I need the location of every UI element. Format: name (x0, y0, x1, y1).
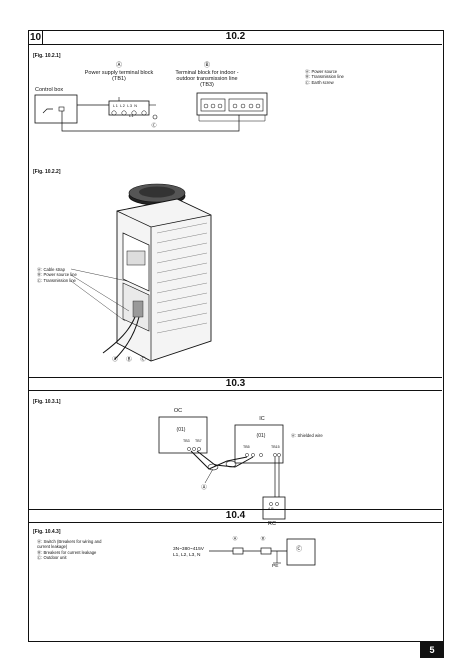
earth-label: PE (272, 564, 279, 569)
tb5-label: TB5 (243, 445, 250, 449)
terminal-labels: L1 L2 L3 N (113, 104, 138, 109)
oc-label: OC (173, 408, 183, 414)
marker-b-2: Ⓑ (126, 357, 132, 363)
fig-10-2-2-legend: Ⓐ: Cable strap Ⓑ: Power source line Ⓒ: T… (37, 267, 107, 283)
page-number: 5 (420, 642, 444, 658)
marker-a: Ⓐ (115, 63, 122, 69)
fig-10-4-3-label: [Fig. 10.4.3] (33, 529, 61, 535)
legend-power-source: Ⓐ: Power source (305, 69, 338, 74)
trans-block-code: (TB3) (200, 82, 214, 88)
power-block-label: Power supply terminal block (84, 70, 154, 76)
fig-10-2-1-legend: Ⓐ: Power source Ⓑ: Transmission line Ⓒ: … (305, 69, 385, 85)
outdoor-unit-drawing (70, 183, 212, 362)
terminal-l3-text: L3 (127, 104, 133, 108)
legend-shielded-wire: Ⓐ: Shielded wire (291, 433, 323, 438)
section-header-10-4: 10.4 (29, 509, 442, 523)
fig-10-3-1-label: [Fig. 10.3.1] (33, 399, 61, 405)
tb3-label: TB3 (183, 439, 190, 443)
trans-block-label-1: Terminal block for indoor - (175, 70, 239, 76)
fig-10-2-2-label: [Fig. 10.2.2] (33, 169, 61, 175)
section-title-10-2: 10.2 (225, 31, 246, 42)
fig-10-4-3-drawing (209, 538, 316, 566)
ic-inner-label: (01) (256, 433, 266, 439)
ic-label: IC (259, 416, 265, 422)
section-header-10-2: 10 10.2 (29, 31, 442, 45)
terminal-n-text: N (134, 104, 138, 108)
legend-cable-strap: Ⓐ: Cable strap (37, 267, 65, 272)
marker-c: Ⓒ (151, 123, 157, 129)
marker-a-2: Ⓐ (112, 357, 118, 363)
outdoor-unit-marker: Ⓒ (295, 547, 302, 553)
legend-switch: Ⓐ: Switch (Breakers for wiring and curre… (37, 539, 102, 550)
marker-c-2: Ⓒ (140, 357, 146, 363)
terminal-l1-text: L1 (113, 104, 119, 108)
terminal-l2-text: L2 (120, 104, 126, 108)
legend-outdoor-unit: Ⓒ: Outdoor unit (37, 555, 67, 561)
fig-10-4-3-legend: Ⓐ: Switch (Breakers for wiring and curre… (37, 539, 109, 561)
legend-transmission-line: Ⓑ: Transmission line (305, 74, 344, 80)
marker-b: Ⓑ (203, 63, 210, 69)
legend-power-source-line: Ⓑ: Power source line (37, 272, 77, 278)
shielded-wire-marker: Ⓐ (201, 485, 207, 491)
section-title-10-3: 10.3 (225, 378, 246, 389)
power-block-code: (TB1) (112, 76, 126, 82)
section-number: 10 (29, 31, 43, 44)
legend-breaker: Ⓑ: Breakers for current leakage (37, 549, 97, 555)
section-header-10-3: 10.3 (29, 377, 442, 391)
control-box-label: Control box (35, 87, 64, 93)
fig-10-2-1-label: [Fig. 10.2.1] (33, 53, 61, 59)
page-frame: 10 10.2 [Fig. 10.2.1] Ⓐ Power supply ter… (28, 30, 444, 642)
trans-block-label-2: outdoor transmission line (176, 76, 238, 82)
legend-transmission-line-2: Ⓒ: Transmission line (37, 277, 76, 283)
tb15-label: TB15 (271, 445, 280, 449)
tb7-label: TB7 (195, 439, 202, 443)
legend-earth-screw: Ⓒ: Earth screw (305, 79, 334, 85)
section-title-10-4: 10.4 (225, 510, 246, 521)
switch-marker: Ⓐ (232, 537, 238, 542)
terminal-l1: L1 (129, 113, 134, 118)
fig-10-3-1-drawing (158, 416, 286, 520)
rc-label: RC (268, 521, 276, 527)
supply-voltage-label: 3N~380~415V (173, 547, 204, 552)
fig-10-2-1-drawing (34, 92, 268, 132)
breaker-marker: Ⓑ (260, 537, 266, 542)
supply-lines-label: L1, L2, L3, N (173, 553, 201, 558)
oc-inner-label: (01) (176, 427, 186, 433)
